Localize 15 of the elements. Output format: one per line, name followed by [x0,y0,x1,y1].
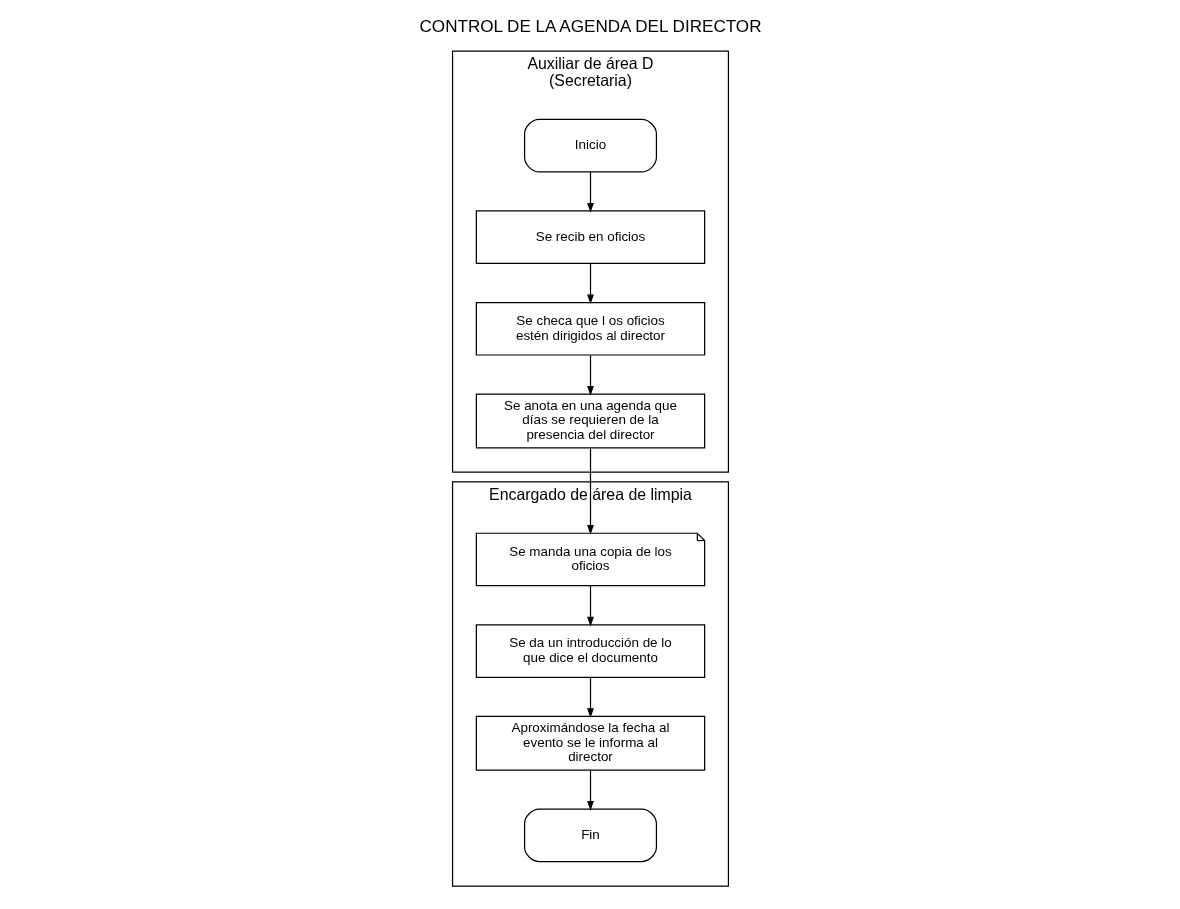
node-box: Se checa que l os oficios estén dirigidos al director [475,301,705,356]
arrow [586,354,594,396]
arrow [586,677,594,718]
arrow [586,263,594,305]
arrow [586,171,594,213]
arrow [586,447,594,535]
arrow [586,769,594,811]
node-box: Inicio [523,118,657,173]
diagram-title: CONTROL DE LA AGENDA DEL DIRECTOR [419,16,761,36]
node-box: Fin [523,808,657,863]
node-box: Se recib en oficios [475,210,705,265]
node-box: Se da un introducción de lo que dice el documento [475,624,705,678]
node-box: Aproximándose la fecha al evento se le informa al director [475,715,705,771]
node-box: Se anota en una agenda que días se requieren de la presencia del director [475,393,705,449]
arrow [586,585,594,627]
